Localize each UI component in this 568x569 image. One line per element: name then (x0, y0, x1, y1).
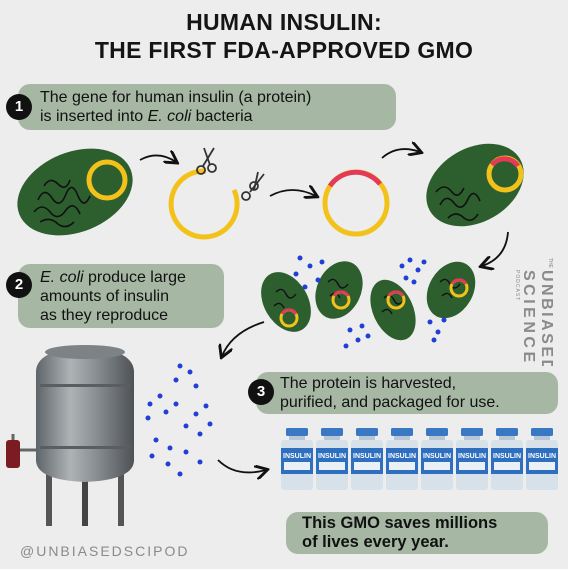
vial-label: INSULIN (318, 453, 346, 460)
ecoli-term: E. coli (147, 108, 192, 125)
insulin-vial: INSULIN (386, 428, 418, 490)
step-1-line-2: is inserted into E. coli bacteria (40, 108, 253, 125)
step-1-number: 1 (6, 94, 32, 120)
logo-word-2: SCIENCE (520, 270, 537, 366)
vial-label: INSULIN (353, 453, 381, 460)
ecoli-bacterium (426, 261, 476, 319)
vial-label: INSULIN (458, 453, 486, 460)
ecoli-bacterium (370, 279, 416, 341)
insulin-vial: INSULIN (456, 428, 488, 490)
conclusion-line-1: This GMO saves millions (302, 514, 498, 532)
insulin-vial: INSULIN (491, 428, 523, 490)
insulin-vial: INSULIN (281, 428, 313, 490)
step-3-line-2: purified, and packaged for use. (280, 394, 500, 411)
insulin-vial: INSULIN (316, 428, 348, 490)
arrow (139, 155, 176, 162)
insulin-vial: INSULIN (351, 428, 383, 490)
step-1-line-1: The gene for human insulin (a protein) (40, 89, 312, 106)
conclusion-caption: This GMO saves millions of lives every y… (286, 512, 548, 554)
logo-word-1: UNBIASED (538, 270, 555, 366)
ecoli-bacterium (315, 261, 363, 319)
logo-podcast: PODCAST (514, 270, 520, 301)
arrow (482, 231, 509, 266)
step-3-number: 3 (248, 379, 274, 405)
step-2-caption: E. coli produce large amounts of insulin… (18, 264, 224, 328)
step-3-caption: The protein is harvested, purified, and … (256, 372, 558, 414)
vial-label: INSULIN (493, 453, 521, 460)
step-2-line-3: as they reproduce (40, 307, 169, 324)
arrow (217, 459, 266, 472)
ecoli-bacterium (17, 148, 133, 236)
modified-ecoli-bacterium (426, 143, 524, 227)
step-1-caption: The gene for human insulin (a protein) i… (18, 84, 396, 130)
insulin-molecules (293, 255, 447, 349)
title-line-2: THE FIRST FDA-APPROVED GMO (94, 37, 474, 63)
ecoli-term: E. coli (40, 269, 84, 286)
cut-plasmid (168, 168, 240, 240)
arrow (381, 149, 420, 159)
vial-label: INSULIN (528, 453, 556, 460)
reproducing-ecoli (261, 261, 476, 341)
insulin-vial: INSULIN (526, 428, 558, 490)
insulin-vial: INSULIN (421, 428, 453, 490)
scissors-icon (196, 147, 217, 175)
page-title: HUMAN INSULIN: THE FIRST FDA-APPROVED GM… (0, 8, 568, 64)
arrow (269, 190, 316, 196)
bioreactor-tank (6, 345, 134, 526)
social-handle: @UNBIASEDSCIPOD (20, 543, 190, 559)
logo-the: THE (547, 258, 553, 269)
step-3-line-1: The protein is harvested, (280, 375, 457, 392)
title-line-1: HUMAN INSULIN: (186, 9, 382, 35)
scissors-icon (241, 171, 265, 201)
ecoli-bacterium (261, 272, 311, 332)
recombinant-plasmid (322, 169, 390, 237)
step-2-line-2: amounts of insulin (40, 288, 169, 305)
insulin-molecules (145, 363, 213, 477)
step-2-number: 2 (6, 272, 32, 298)
vial-label: INSULIN (388, 453, 416, 460)
conclusion-line-2: of lives every year. (302, 533, 449, 551)
vial-label: INSULIN (423, 453, 451, 460)
step-2-line-1: E. coli produce large (40, 269, 186, 286)
insulin-vials: INSULIN INSULIN INSULIN INSULIN INSULIN (281, 428, 558, 490)
vial-label: INSULIN (283, 453, 311, 460)
arrow (222, 321, 265, 356)
podcast-logo: THE UNBIASED SCIENCE PODCAST (512, 256, 562, 366)
